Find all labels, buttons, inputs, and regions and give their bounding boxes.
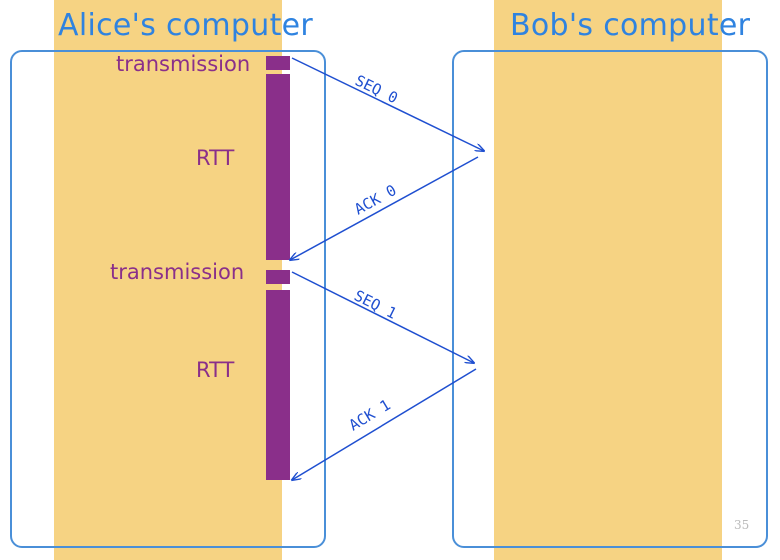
- seq1-label: SEQ 1: [351, 286, 399, 322]
- ack1-label: ACK 1: [346, 396, 394, 435]
- bob-computer-box: [452, 50, 768, 548]
- transmission-label-2: transmission: [110, 260, 245, 284]
- ack1-arrow: [292, 368, 477, 480]
- transmission-bar-2: [266, 270, 290, 284]
- seq0-label: SEQ 0: [352, 71, 400, 107]
- alice-title: Alice's computer: [58, 8, 314, 43]
- alice-computer-box: [10, 50, 326, 548]
- rtt-bar-2: [266, 290, 290, 480]
- page-number: 35: [734, 518, 750, 532]
- rtt-bar-1: [266, 74, 290, 260]
- transmission-bar-1: [266, 56, 290, 70]
- seq1-arrow: [291, 271, 474, 363]
- rtt-label-1: RTT: [196, 146, 235, 170]
- seq0-arrow: [291, 57, 484, 151]
- rtt-label-2: RTT: [196, 358, 235, 382]
- bob-column: [494, 0, 722, 560]
- transmission-label-1: transmission: [116, 52, 251, 76]
- bob-title: Bob's computer: [510, 8, 751, 43]
- alice-column: [54, 0, 282, 560]
- ack0-arrow: [290, 156, 479, 260]
